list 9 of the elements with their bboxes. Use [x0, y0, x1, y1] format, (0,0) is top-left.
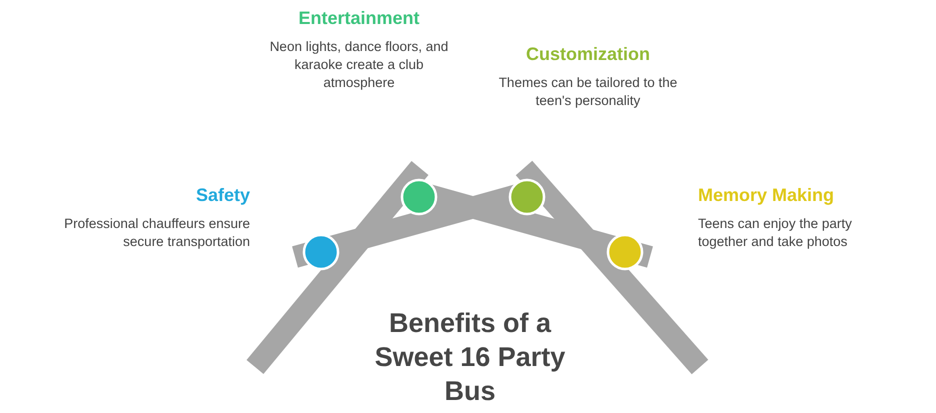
heading: Safety	[194, 185, 250, 206]
description: Neon lights, dance floors, and karaoke create a club atmosphere	[269, 38, 449, 92]
title: Benefits of a Sweet 16 Party Bus	[374, 307, 566, 408]
description: Teens can enjoy the party together and take photos	[698, 215, 853, 251]
heading: Memory Making	[698, 185, 836, 206]
description: Professional chauffeurs ensure secure transportation	[63, 215, 250, 251]
description: Themes can be tailored to the teen's personality	[498, 74, 678, 110]
heading: Entertainment	[297, 8, 421, 29]
heading: Customization	[525, 44, 651, 65]
